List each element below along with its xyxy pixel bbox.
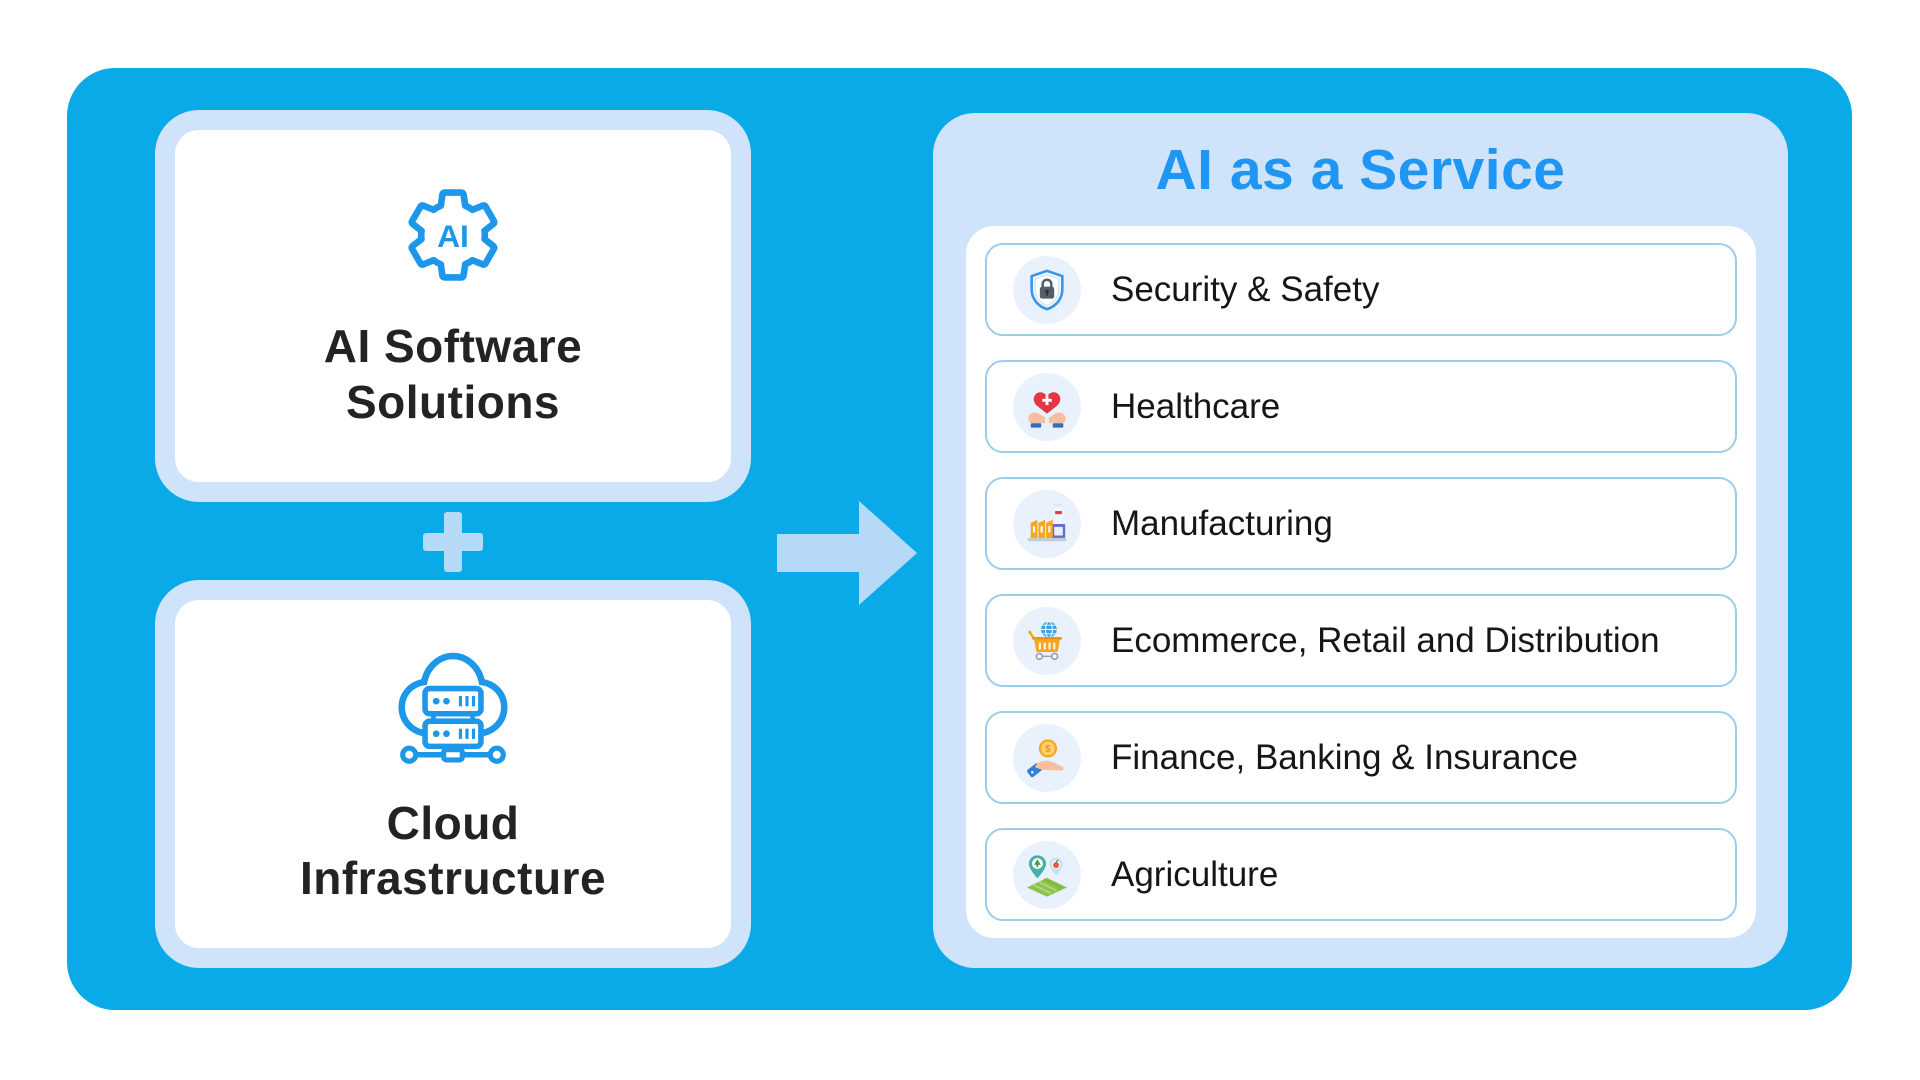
- service-label: Ecommerce, Retail and Distribution: [1111, 620, 1660, 660]
- service-label: Finance, Banking & Insurance: [1111, 737, 1578, 777]
- hand-coin-icon: $: [1013, 723, 1081, 792]
- hands-heart-icon: [1013, 372, 1081, 441]
- panel-title: AI as a Service: [1155, 138, 1566, 202]
- svg-text:AI: AI: [437, 218, 469, 254]
- service-label: Manufacturing: [1111, 503, 1333, 543]
- service-row-finance: $ Finance, Banking & Insurance: [985, 711, 1737, 804]
- service-row-agriculture: Agriculture: [985, 828, 1737, 921]
- ai-gear-icon: AI: [400, 182, 506, 293]
- cart-globe-icon: [1013, 606, 1081, 675]
- service-label: Security & Safety: [1111, 269, 1380, 309]
- cloud-infrastructure-card: Cloud Infrastructure: [155, 580, 751, 968]
- cloud-infrastructure-card-title: Cloud Infrastructure: [299, 796, 607, 904]
- factory-icon: [1013, 489, 1081, 558]
- service-row-healthcare: Healthcare: [985, 360, 1737, 453]
- ai-as-a-service-panel: AI as a Service Security & Safety: [933, 113, 1788, 968]
- ai-software-card-title: AI Software Solutions: [323, 320, 583, 428]
- service-label: Agriculture: [1111, 854, 1279, 894]
- plus-icon: [423, 512, 483, 572]
- service-row-security: Security & Safety: [985, 243, 1737, 336]
- arrow-right-icon: [777, 498, 919, 608]
- diagram-canvas: AI AI Software Solutions: [67, 68, 1852, 1010]
- service-row-ecommerce: Ecommerce, Retail and Distribution: [985, 594, 1737, 687]
- services-list: Security & Safety Healthcare: [966, 226, 1756, 938]
- svg-text:$: $: [1045, 744, 1051, 755]
- agriculture-pins-icon: [1013, 840, 1081, 909]
- shield-lock-icon: [1013, 255, 1081, 324]
- service-label: Healthcare: [1111, 386, 1281, 426]
- service-row-manufacturing: Manufacturing: [985, 477, 1737, 570]
- ai-software-card: AI AI Software Solutions: [155, 110, 751, 502]
- cloud-server-icon: [397, 642, 509, 770]
